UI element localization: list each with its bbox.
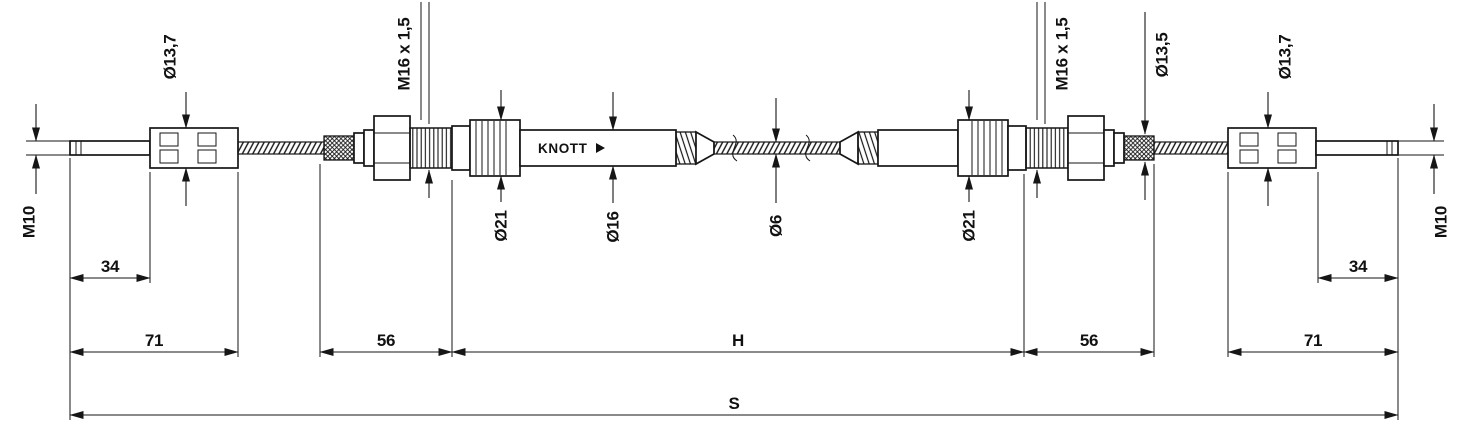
dim-label-m10-left: M10 [20, 206, 39, 238]
left-threaded-rod [69, 140, 151, 156]
dim-label-m16-left: M16 x 1,5 [395, 18, 414, 91]
left-crimp-sleeve [323, 135, 355, 161]
dim-label-34-right: 34 [1349, 257, 1368, 276]
knott-logo-arrow-icon [596, 143, 605, 153]
dim-cable-dia: Ø6 [767, 98, 786, 237]
dim-label-m16-right: M16 x 1,5 [1053, 18, 1072, 91]
right-crimp-sleeve [1123, 135, 1155, 161]
dim-H: H [451, 331, 1025, 357]
dim-label-bell-dia-right: Ø21 [960, 210, 979, 241]
dim-eye-dia-left: Ø13,7 [161, 35, 191, 206]
middle-cable [713, 134, 841, 162]
dim-71-left: 71 [69, 331, 239, 357]
dim-56-right: 56 [1023, 331, 1155, 357]
right-adjuster [1025, 115, 1125, 181]
dim-m16-left: M16 x 1,5 [395, 2, 434, 198]
dim-34-right: 34 [1317, 257, 1399, 283]
dim-label-conduit-dia: Ø16 [604, 211, 623, 242]
dim-eye-dia-right: Ø13,7 [1263, 35, 1295, 206]
dim-label-cable-dia: Ø6 [767, 215, 786, 237]
left-adjuster [353, 115, 453, 181]
dim-bell-dia-right: Ø21 [960, 90, 979, 242]
dim-bell-dia-left: Ø21 [492, 90, 511, 242]
dim-label-m10-right: M10 [1432, 206, 1451, 238]
dim-label-S: S [728, 394, 739, 413]
left-end-fitting [149, 127, 239, 169]
dim-m10-right: M10 [1398, 104, 1451, 238]
dim-label-34-left: 34 [101, 257, 120, 276]
cable-assembly: KNOTT [69, 115, 1399, 181]
dim-label-56-right: 56 [1080, 331, 1098, 350]
dim-label-H: H [732, 331, 744, 350]
length-dimensions: 34 71 56 H 56 71 34 [69, 158, 1399, 420]
dim-m10-left: M10 [20, 104, 70, 238]
dim-S: S [69, 394, 1399, 420]
diameter-dimensions: M10 Ø13,7 M16 x 1,5 Ø21 Ø16 [20, 2, 1451, 243]
left-conduit: KNOTT [519, 129, 677, 167]
dim-m16-right: M16 x 1,5 [1032, 2, 1072, 198]
dim-71-right: 71 [1227, 331, 1399, 357]
right-bell [957, 119, 1027, 177]
dim-34-left: 34 [69, 257, 151, 283]
dim-label-eye-dia-right: Ø13,7 [1276, 35, 1295, 80]
right-conduit [877, 129, 959, 167]
dim-label-56-left: 56 [377, 331, 395, 350]
dim-label-ferrule-dia-right: Ø13,5 [1153, 33, 1172, 78]
dim-conduit-dia: Ø16 [604, 92, 623, 243]
left-bell [451, 119, 521, 177]
right-threaded-rod [1315, 140, 1399, 156]
knott-logo-text: KNOTT [538, 141, 588, 156]
left-conduit-end [675, 130, 715, 166]
right-end-fitting [1227, 127, 1317, 169]
dim-label-bell-dia-left: Ø21 [492, 210, 511, 241]
dim-ferrule-dia-right: Ø13,5 [1140, 12, 1172, 200]
dim-label-71-right: 71 [1304, 331, 1322, 350]
right-cable-section [1153, 141, 1229, 155]
left-cable-section [237, 141, 325, 155]
dim-label-71-left: 71 [145, 331, 163, 350]
right-conduit-end [839, 130, 879, 166]
dim-label-eye-dia-left: Ø13,7 [161, 35, 180, 80]
dim-56-left: 56 [319, 331, 453, 357]
